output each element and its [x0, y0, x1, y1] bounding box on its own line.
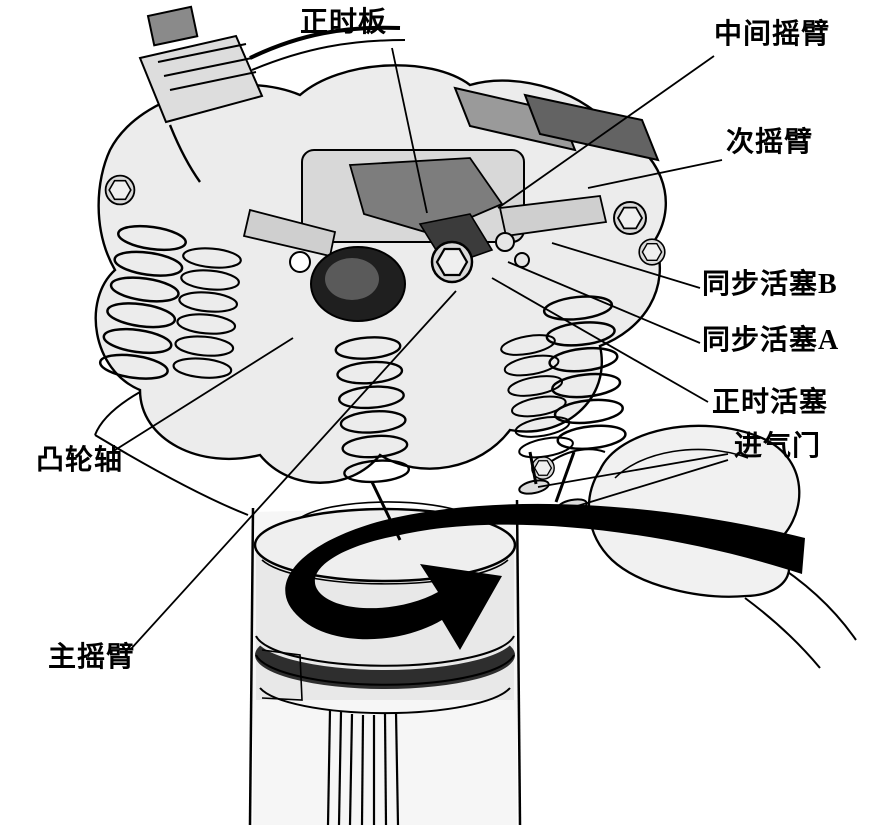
- leader-sync-piston-a: [507, 261, 701, 344]
- rocker-shaft-dark: [523, 93, 660, 162]
- leader-intake-valve-2: [573, 459, 729, 508]
- leader-lines: [111, 47, 729, 651]
- leader-timing-plate: [391, 47, 428, 214]
- leader-intake-valve-1: [537, 453, 729, 488]
- label-timing-plate: 正时板: [300, 7, 388, 38]
- label-sync-piston-a: 同步活塞A: [702, 325, 840, 356]
- leader-main-rocker: [129, 290, 457, 651]
- label-sync-piston-b: 同步活塞B: [702, 269, 838, 300]
- leader-camshaft: [111, 337, 294, 453]
- leader-secondary-rocker: [587, 159, 723, 189]
- bolt-right-2: [638, 238, 666, 266]
- cylinder-piston: [248, 499, 522, 825]
- cylinder-head: [94, 64, 667, 484]
- leader-timing-piston: [491, 277, 709, 403]
- intake-valve-head-1: [518, 479, 550, 495]
- label-secondary-rocker: 次摇臂: [726, 127, 814, 158]
- spark-plug-assembly: [138, 5, 406, 183]
- leader-sync-piston-b: [551, 242, 701, 289]
- plug-cap: [146, 5, 199, 47]
- bolt-right-1: [613, 201, 647, 235]
- label-intake-valve: 进气门: [734, 431, 822, 462]
- leader-middle-rocker: [497, 55, 715, 209]
- plug-wire: [249, 25, 401, 60]
- connecting-rod-hatch: [326, 709, 400, 825]
- bolt-left: [104, 174, 136, 206]
- bolt-center: [430, 240, 474, 284]
- label-timing-piston: 正时活塞: [712, 387, 829, 418]
- label-main-rocker: 主摇臂: [48, 642, 136, 673]
- rocker-arm-right: [498, 195, 608, 238]
- flow-arrow: [285, 501, 805, 650]
- label-middle-rocker: 中间摇臂: [714, 19, 831, 50]
- label-camshaft: 凸轮轴: [36, 445, 124, 476]
